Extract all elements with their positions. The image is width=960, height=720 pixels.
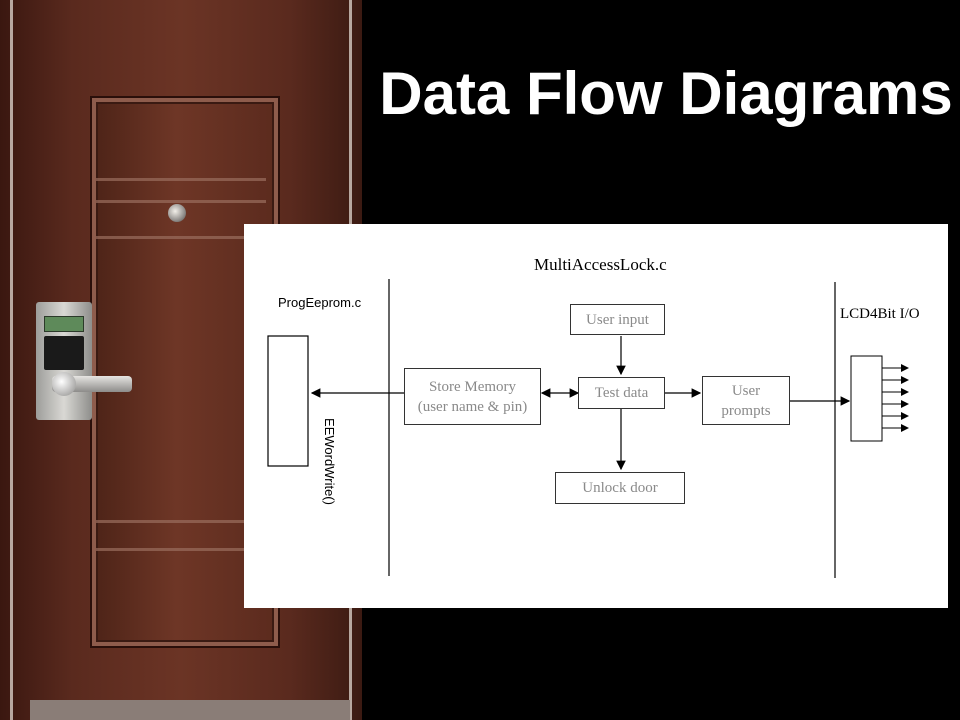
slide-title: Data Flow Diagrams: [379, 60, 953, 127]
eeprom-block: [267, 335, 309, 467]
lcd-block: [850, 355, 883, 442]
door-groove: [96, 520, 266, 523]
node-test-data: Test data: [578, 377, 665, 409]
door-threshold: [30, 700, 350, 720]
door-handle-knob: [52, 372, 76, 396]
lock-keypad: [44, 336, 84, 370]
node-user-input: User input: [570, 304, 665, 335]
door-groove: [96, 178, 266, 181]
lock-display: [44, 316, 84, 332]
left-module-label: ProgEeprom.c: [278, 295, 362, 310]
door-groove: [96, 548, 266, 551]
data-flow-diagram: MultiAccessLock.c ProgEeprom.c LCD4Bit I…: [244, 224, 948, 608]
diagram-lines: [267, 279, 909, 578]
node-store-memory: Store Memory(user name & pin): [404, 368, 541, 425]
peephole: [168, 204, 186, 222]
node-unlock-door: Unlock door: [555, 472, 685, 504]
eeprom-call-label: EEWordWrite(): [321, 418, 337, 505]
door-groove: [96, 236, 266, 239]
door-groove: [96, 200, 266, 203]
right-module-label: LCD4Bit I/O: [840, 306, 920, 322]
main-module-label: MultiAccessLock.c: [534, 255, 667, 274]
